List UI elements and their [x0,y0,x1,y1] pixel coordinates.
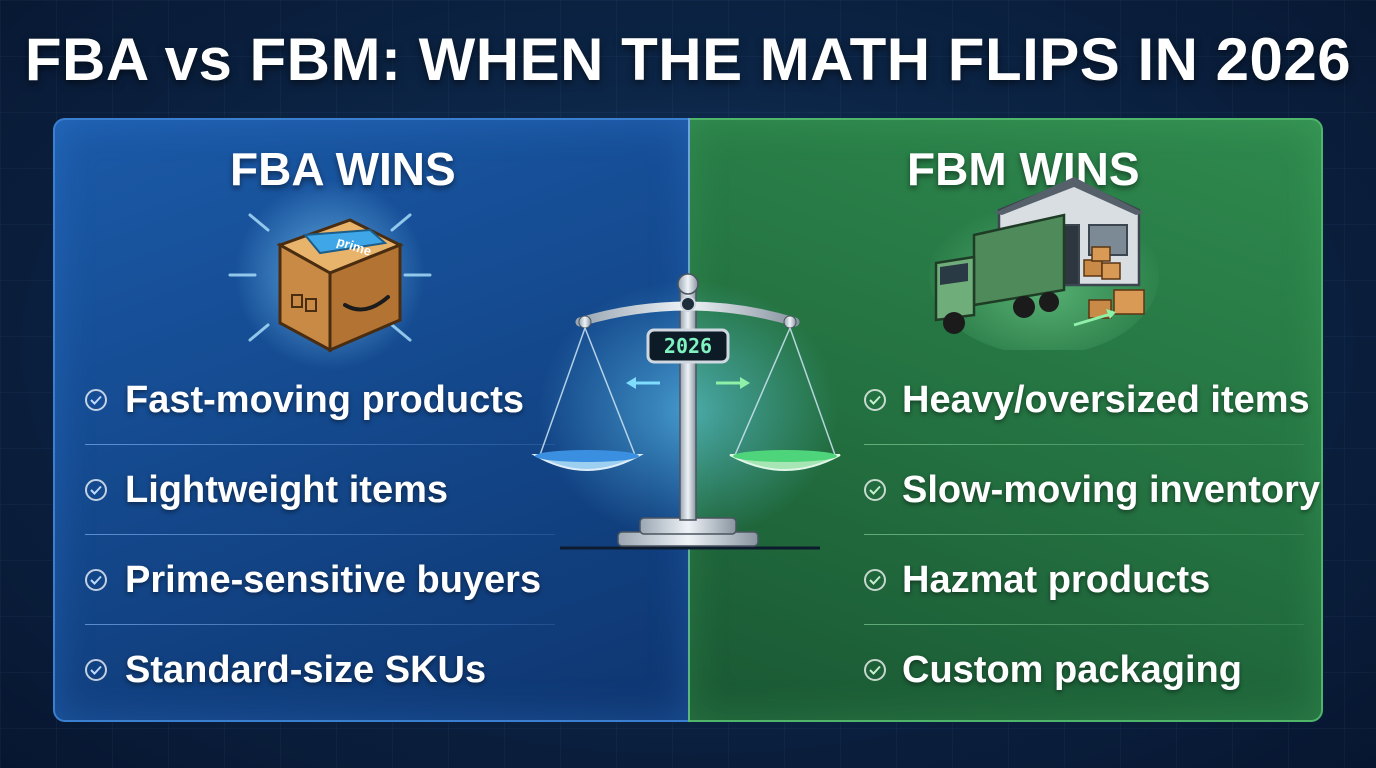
check-circle-icon [864,389,886,411]
check-circle-icon [864,479,886,501]
fbm-list: Heavy/oversized items Slow-moving invent… [689,355,1321,715]
divider [864,444,1304,445]
list-item: Hazmat products [689,535,1321,625]
prime-box-icon: prime [210,175,450,375]
year-display: 2026 [664,334,712,358]
arrow-right-icon [716,377,750,389]
list-item: Fast-moving products [55,355,689,445]
balance-scale-icon: 2026 [530,260,850,560]
list-item: Prime-sensitive buyers [55,535,689,625]
fbm-item-label: Hazmat products [902,559,1211,601]
fba-item-label: Prime-sensitive buyers [125,559,542,601]
divider [864,624,1304,625]
page-title: FBA vs FBM: WHEN THE MATH FLIPS IN 2026 [24,26,1352,93]
divider [864,534,1304,535]
fba-item-label: Fast-moving products [125,379,525,421]
divider [85,444,555,445]
check-circle-icon [85,569,107,591]
fba-list: Fast-moving products Lightweight items P… [55,355,689,715]
divider [85,624,555,625]
check-circle-icon [85,479,107,501]
fbm-item-label: Slow-moving inventory [902,469,1321,511]
arrow-left-icon [626,377,660,389]
divider [85,534,555,535]
list-item: Slow-moving inventory [689,445,1321,535]
fba-item-label: Lightweight items [125,469,448,511]
check-circle-icon [85,389,107,411]
fbm-item-label: Heavy/oversized items [902,379,1310,421]
fbm-item-label: Custom packaging [902,649,1242,691]
fbm-heading: FBM WINS [907,143,1140,195]
list-item: Standard-size SKUs [55,625,689,715]
check-circle-icon [864,659,886,681]
list-item: Lightweight items [55,445,689,535]
fba-item-label: Standard-size SKUs [125,649,487,691]
list-item: Heavy/oversized items [689,355,1321,445]
check-circle-icon [85,659,107,681]
check-circle-icon [864,569,886,591]
list-item: Custom packaging [689,625,1321,715]
warehouse-truck-icon [924,175,1164,355]
